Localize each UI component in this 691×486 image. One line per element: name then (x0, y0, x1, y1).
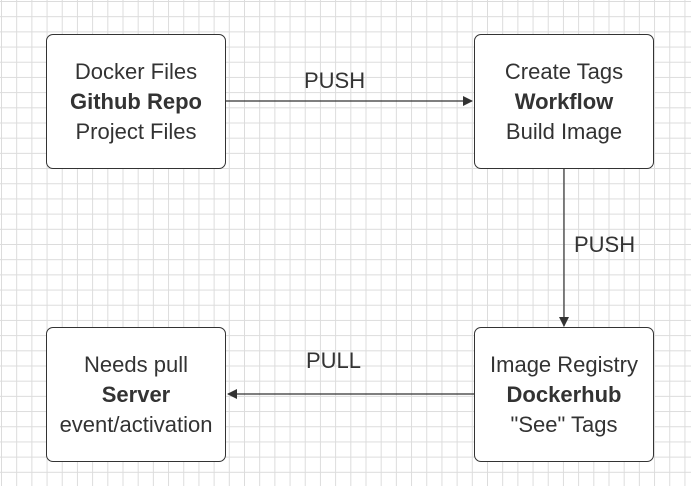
registry-node[interactable]: Image Registry Dockerhub "See" Tags (474, 327, 654, 462)
registry-node-title: Dockerhub (506, 381, 622, 407)
github-node-line1: Docker Files (74, 58, 198, 84)
workflow-node-title: Workflow (514, 88, 614, 114)
server-node[interactable]: Needs pull Server event/activation (46, 327, 226, 462)
registry-node-line1: Image Registry (490, 351, 638, 377)
workflow-node-line3: Build Image (505, 118, 623, 144)
edge-label-push-right: PUSH (574, 232, 636, 257)
registry-node-line3: "See" Tags (510, 411, 618, 437)
github-repo-node[interactable]: Docker Files Github Repo Project Files (46, 34, 226, 169)
server-node-line1: Needs pull (84, 351, 188, 377)
workflow-node-line1: Create Tags (504, 58, 624, 84)
edge-label-push-top: PUSH (304, 68, 366, 93)
github-node-title: Github Repo (70, 88, 202, 114)
workflow-node[interactable]: Create Tags Workflow Build Image (474, 34, 654, 169)
server-node-line3: event/activation (59, 411, 213, 437)
github-node-line3: Project Files (75, 118, 197, 144)
edge-label-pull-bottom: PULL (306, 348, 362, 373)
server-node-title: Server (101, 381, 171, 407)
